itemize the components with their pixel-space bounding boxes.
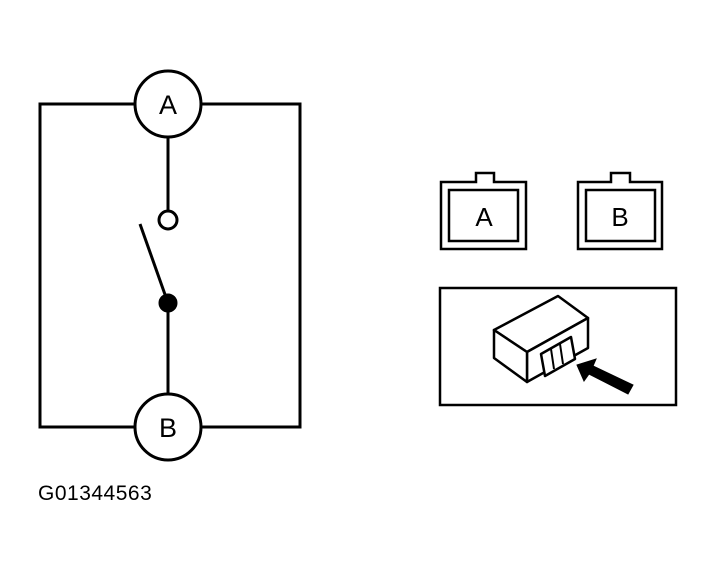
wire-top-left bbox=[38, 102, 135, 429]
terminal-a-label: A bbox=[159, 90, 177, 120]
component-inset bbox=[438, 286, 678, 407]
switch-lever bbox=[138, 223, 170, 304]
connector-a-view: A bbox=[439, 171, 528, 251]
figure-code: G01344563 bbox=[38, 482, 153, 505]
terminal-a: A bbox=[133, 69, 203, 139]
connector-b-label: B bbox=[611, 202, 628, 232]
switch-module-illustration bbox=[492, 294, 590, 384]
terminal-b: B bbox=[133, 392, 203, 462]
connector-a-label: A bbox=[475, 202, 493, 232]
switch-schematic bbox=[38, 102, 302, 429]
terminal-b-label: B bbox=[159, 413, 177, 443]
connector-b-view: B bbox=[576, 171, 664, 251]
module-connector bbox=[539, 335, 577, 378]
switch-open-contact bbox=[157, 209, 179, 231]
pointer-arrow bbox=[576, 358, 634, 395]
wire-top-right bbox=[201, 102, 302, 429]
